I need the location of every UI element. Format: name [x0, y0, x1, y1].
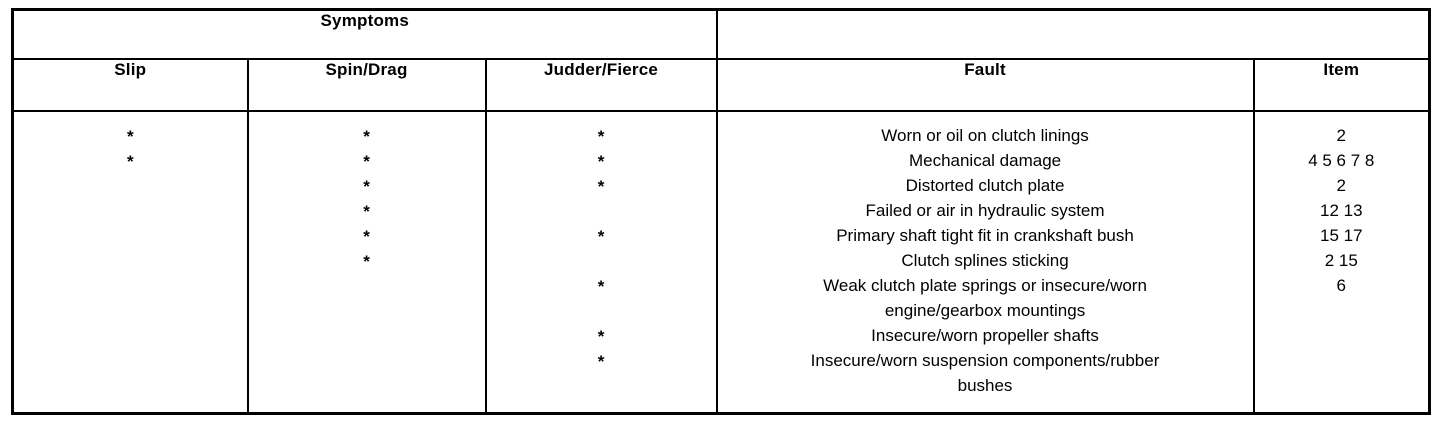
judder-fierce-mark: * — [487, 348, 716, 373]
table-group-header-row: Symptoms — [11, 8, 1431, 60]
column-header-fault: Fault — [715, 58, 1255, 112]
spin-drag-mark-list: *********** — [249, 123, 485, 398]
judder-fierce-mark-list: * * * * * * * * * * * — [487, 123, 716, 398]
judder-fierce-mark: * — [487, 123, 716, 148]
asterisk-icon: * — [363, 227, 370, 246]
asterisk-icon: * — [126, 127, 134, 146]
judder-fierce-mark: * — [487, 273, 716, 298]
table-body-row: *********** *********** *********** Worn… — [11, 110, 1431, 415]
asterisk-icon: * — [363, 202, 370, 221]
slip-mark-empty: * — [14, 273, 247, 298]
group-header-blank-cell — [715, 8, 1431, 60]
spin-drag-mark: * — [249, 198, 485, 223]
slip-mark: * — [14, 123, 247, 148]
asterisk-icon: * — [597, 152, 605, 171]
fault-description: Mechanical damage — [908, 151, 1062, 170]
item-number: 12 13 — [1320, 201, 1363, 220]
spin-drag-mark: * — [249, 148, 485, 173]
item-number: 2 — [1336, 176, 1347, 195]
slip-mark-empty: * — [14, 223, 247, 248]
slip-mark-empty: * — [14, 173, 247, 198]
asterisk-icon: * — [597, 227, 605, 246]
asterisk-icon: * — [126, 152, 134, 171]
item-number: 2 — [1336, 126, 1347, 145]
fault-description: Failed or air in hydraulic system — [865, 201, 1105, 220]
fault-description: Primary shaft tight fit in crankshaft bu… — [836, 226, 1134, 245]
slip-mark-empty: * — [14, 323, 247, 348]
item-number: 2 15 — [1324, 251, 1358, 270]
slip-mark-empty: * — [14, 298, 247, 323]
fault-description: Insecure/worn propeller shafts — [871, 326, 1099, 345]
table-column-header-row: Slip Spin/Drag Judder/Fierce Fault Item — [11, 58, 1431, 112]
judder-fierce-mark: * — [487, 148, 716, 173]
item-number-list: 2 4 5 6 7 8 2 12 13 15 17 2 15 6 — [1255, 123, 1429, 398]
slip-mark-empty: * — [14, 373, 247, 398]
judder-fierce-mark: * — [487, 323, 716, 348]
asterisk-icon: * — [363, 152, 370, 171]
slip-mark-list: *********** — [14, 123, 247, 398]
fault-description: Worn or oil on clutch linings — [881, 126, 1089, 145]
judder-fierce-mark-empty: * — [487, 373, 716, 398]
item-number: 6 — [1336, 276, 1347, 295]
asterisk-icon: * — [363, 177, 370, 196]
column-header-spin-drag: Spin/Drag — [246, 58, 487, 112]
fault-description: bushes — [957, 376, 1013, 395]
judder-fierce-mark: * — [487, 223, 716, 248]
judder-fierce-mark-empty: * — [487, 198, 716, 223]
symptoms-group-header: Symptoms — [11, 8, 718, 60]
asterisk-icon: * — [363, 252, 370, 271]
judder-fierce-marks-cell: * * * * * * * * * * * — [484, 110, 718, 415]
spin-drag-mark-empty: * — [249, 348, 485, 373]
column-header-item: Item — [1252, 58, 1431, 112]
slip-mark-empty: * — [14, 348, 247, 373]
item-number — [1255, 373, 1429, 398]
spin-drag-mark: * — [249, 173, 485, 198]
asterisk-icon: * — [597, 277, 605, 296]
spin-drag-mark: * — [249, 123, 485, 148]
judder-fierce-mark: * — [487, 173, 716, 198]
asterisk-icon: * — [363, 127, 370, 146]
spin-drag-mark-empty: * — [249, 298, 485, 323]
asterisk-icon: * — [597, 127, 605, 146]
item-numbers-cell: 2 4 5 6 7 8 2 12 13 15 17 2 15 6 — [1252, 110, 1431, 415]
item-number — [1255, 348, 1429, 373]
item-number: 15 17 — [1320, 226, 1363, 245]
spin-drag-mark-empty: * — [249, 273, 485, 298]
judder-fierce-mark-empty: * — [487, 298, 716, 323]
fault-diagnosis-table: Symptoms Slip Spin/Drag Judder/Fierce Fa… — [11, 8, 1432, 415]
item-number — [1255, 298, 1429, 323]
fault-description: Insecure/worn suspension components/rubb… — [810, 351, 1160, 370]
spin-drag-mark: * — [249, 223, 485, 248]
fault-description: Clutch splines sticking — [901, 251, 1069, 270]
asterisk-icon: * — [597, 177, 605, 196]
spin-drag-mark-empty: * — [249, 323, 485, 348]
slip-marks-cell: *********** — [11, 110, 249, 415]
judder-fierce-mark-empty: * — [487, 248, 716, 273]
item-number: 4 5 6 7 8 — [1308, 151, 1375, 170]
fault-description: engine/gearbox mountings — [884, 301, 1086, 320]
asterisk-icon: * — [597, 327, 605, 346]
fault-diagnosis-table-container: Symptoms Slip Spin/Drag Judder/Fierce Fa… — [11, 8, 1432, 415]
slip-mark: * — [14, 148, 247, 173]
column-header-judder-fierce: Judder/Fierce — [484, 58, 718, 112]
fault-description: Distorted clutch plate — [905, 176, 1065, 195]
asterisk-icon: * — [597, 352, 605, 371]
slip-mark-empty: * — [14, 248, 247, 273]
slip-mark-empty: * — [14, 198, 247, 223]
item-number — [1255, 323, 1429, 348]
column-header-slip: Slip — [11, 58, 249, 112]
spin-drag-marks-cell: *********** — [246, 110, 487, 415]
fault-description: Weak clutch plate springs or insecure/wo… — [823, 276, 1147, 295]
spin-drag-mark-empty: * — [249, 373, 485, 398]
spin-drag-mark: * — [249, 248, 485, 273]
